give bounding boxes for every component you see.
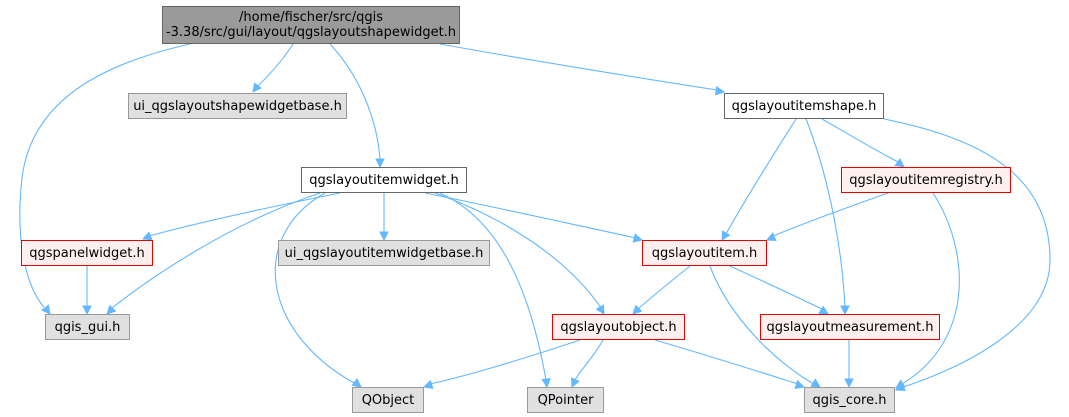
node-label: qgspanelwidget.h: [29, 245, 145, 261]
edge-item-widget-to-qgis-gui-arrowhead: [106, 304, 117, 315]
edge-layout-object-to-qgis-core: [654, 339, 799, 385]
edge-item-widget-to-panel-widget-arrowhead: [141, 231, 153, 241]
edge-registry-to-qgis-core-arrowhead: [895, 379, 906, 389]
edge-layout-item-to-layout-object-arrowhead: [632, 304, 643, 315]
edge-layout-item-to-qgis-core: [709, 265, 815, 385]
edge-panel-widget-to-qgis-gui-arrowhead: [82, 305, 92, 316]
node-ui-qgslayoutitemwidgetbase[interactable]: ui_qgslayoutitemwidgetbase.h: [278, 240, 490, 266]
edge-item-widget-to-panel-widget: [148, 192, 341, 237]
edge-item-shape-to-layout-item-arrowhead: [721, 230, 731, 241]
node-qgslayoutmeasurement[interactable]: qgslayoutmeasurement.h: [760, 314, 940, 340]
edge-item-widget-to-ui-item-base-arrowhead: [379, 231, 389, 242]
edge-root-to-ui-shape-base: [257, 43, 294, 87]
node-root-label-line2: -3.38/src/gui/layout/qgslayoutshapewidge…: [165, 25, 457, 40]
node-label: ui_qgslayoutitemwidgetbase.h: [284, 245, 484, 261]
edge-layout-object-to-qpointer-arrowhead: [571, 377, 580, 389]
node-label: qgslayoutitemwidget.h: [309, 172, 459, 188]
node-qgslayoutobject[interactable]: qgslayoutobject.h: [552, 314, 685, 340]
node-qgslayoutitemshape[interactable]: qgslayoutitemshape.h: [724, 93, 884, 119]
node-root-qgslayoutshapewidget[interactable]: /home/fischer/src/qgis -3.38/src/gui/lay…: [162, 6, 460, 44]
edge-item-shape-to-measurement: [805, 118, 846, 308]
edge-item-shape-to-measurement-arrowhead: [840, 305, 850, 316]
edge-layout-item-to-measurement: [729, 265, 823, 310]
edge-item-widget-to-layout-item: [424, 192, 637, 239]
node-label: qgslayoutitem.h: [651, 245, 758, 261]
edge-item-widget-to-qgis-gui: [111, 192, 321, 309]
node-label: qgslayoutitemregistry.h: [849, 172, 1003, 188]
node-label: qgslayoutitemshape.h: [731, 98, 877, 114]
edge-layout-object-to-qobject: [429, 339, 581, 385]
edge-item-shape-to-registry-arrowhead: [894, 158, 905, 168]
edge-layout-item-to-measurement-arrowhead: [818, 305, 829, 315]
node-qgslayoutitem[interactable]: qgslayoutitem.h: [642, 240, 767, 266]
edge-item-widget-to-qpointer-arrowhead: [541, 378, 551, 389]
edge-root-to-ui-shape-base-arrowhead: [252, 82, 262, 93]
edge-layout-item-to-layout-object: [637, 265, 691, 310]
node-qgslayoutitemwidget[interactable]: qgslayoutitemwidget.h: [301, 167, 467, 193]
edge-root-to-item-widget: [329, 43, 381, 161]
edge-layout-item-to-qgis-core-arrowhead: [810, 378, 821, 388]
edge-root-to-item-widget-arrowhead: [375, 158, 385, 169]
node-label: qgslayoutobject.h: [560, 319, 677, 335]
node-label: qgslayoutmeasurement.h: [766, 319, 934, 335]
node-label: qgis_gui.h: [54, 319, 121, 335]
edge-item-shape-to-registry: [821, 118, 899, 163]
node-label: qgis_core.h: [812, 392, 887, 408]
node-qgspanelwidget[interactable]: qgspanelwidget.h: [21, 240, 153, 266]
edge-item-widget-to-qobject: [274, 192, 355, 384]
edge-registry-to-qgis-core: [901, 192, 960, 385]
edge-item-shape-to-qgis-core: [883, 118, 1051, 388]
edge-item-widget-to-qobject-arrowhead: [351, 378, 362, 388]
edge-layout-object-to-qgis-core-arrowhead: [794, 379, 806, 390]
node-qgslayoutitemregistry[interactable]: qgslayoutitemregistry.h: [841, 167, 1011, 193]
edge-item-widget-to-qpointer: [439, 192, 547, 381]
node-ui-qgslayoutshapewidgetbase[interactable]: ui_qgslayoutshapewidgetbase.h: [128, 93, 347, 119]
edge-registry-to-layout-item-arrowhead: [765, 232, 777, 241]
node-label: QObject: [361, 392, 415, 408]
node-label: ui_qgslayoutshapewidgetbase.h: [133, 98, 342, 114]
node-qgis-gui[interactable]: qgis_gui.h: [45, 314, 130, 340]
edge-root-to-item-shape: [439, 43, 718, 91]
edge-item-widget-to-layout-object: [434, 192, 602, 309]
node-qgis-core[interactable]: qgis_core.h: [804, 387, 895, 413]
edge-layout-object-to-qpointer: [574, 339, 604, 381]
edge-item-widget-to-layout-item-arrowhead: [632, 233, 644, 243]
edge-item-shape-to-layout-item: [725, 118, 797, 235]
node-qobject[interactable]: QObject: [352, 387, 424, 413]
edge-root-to-item-shape-arrowhead: [714, 85, 726, 96]
node-root-label-line1: /home/fischer/src/qgis: [239, 10, 383, 25]
edge-root-to-qgis-gui: [19, 43, 191, 308]
edge-layout-object-to-qobject-arrowhead: [422, 379, 434, 390]
edge-measurement-to-qgis-core-arrowhead: [844, 378, 854, 389]
edge-item-widget-to-layout-object-arrowhead: [595, 304, 605, 315]
node-label: QPointer: [537, 392, 594, 408]
node-qpointer[interactable]: QPointer: [527, 387, 604, 413]
edge-root-to-qgis-gui-arrowhead: [41, 304, 51, 315]
edge-registry-to-layout-item: [772, 192, 889, 237]
